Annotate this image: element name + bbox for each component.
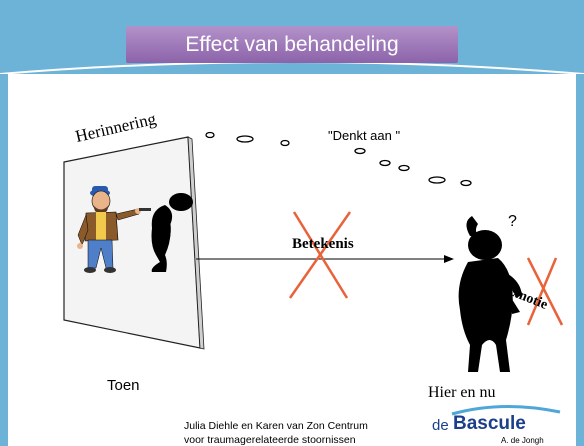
victim-figure-icon bbox=[151, 193, 193, 272]
footer-line-2: voor traumagerelateerde stoornissen bbox=[184, 434, 356, 446]
thinking-figure-icon bbox=[458, 216, 522, 372]
right-border bbox=[576, 74, 584, 446]
red-cross-icon bbox=[526, 257, 564, 326]
left-border bbox=[0, 74, 8, 446]
arrow-icon bbox=[196, 255, 454, 263]
then-label: Toen bbox=[107, 377, 140, 394]
question-mark-label: ? bbox=[508, 213, 517, 230]
thinks-of-label: "Denkt aan " bbox=[328, 128, 401, 143]
author-label: A. de Jongh bbox=[501, 436, 544, 445]
logo-swoosh-icon bbox=[451, 404, 561, 416]
title-bar: Effect van behandeling bbox=[126, 26, 458, 63]
red-cross-icon bbox=[288, 211, 352, 299]
footer-line-1: Julia Diehle en Karen van Zon Centrum bbox=[184, 420, 368, 432]
memory-picture-frame-icon bbox=[63, 136, 205, 350]
slide-title: Effect van behandeling bbox=[185, 32, 399, 56]
logo-name: Bascule bbox=[453, 413, 526, 434]
meaning-label: Betekenis bbox=[292, 236, 354, 252]
here-and-now-label: Hier en nu bbox=[428, 384, 496, 401]
logo-prefix: de bbox=[432, 417, 449, 434]
de-bascule-logo: de Bascule A. de Jongh bbox=[432, 404, 564, 446]
thought-bubble-chain-icon bbox=[205, 131, 472, 187]
gunman-figure-icon bbox=[77, 186, 151, 273]
